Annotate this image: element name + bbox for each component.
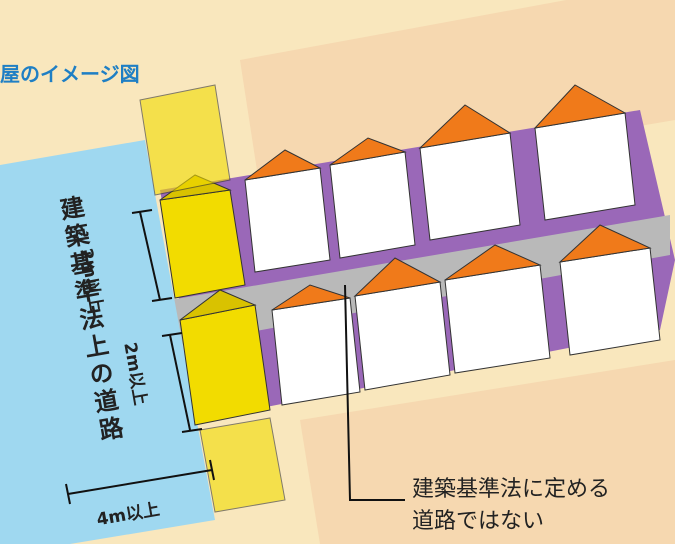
callout-line-1: 建築基準法に定める xyxy=(412,477,611,502)
dimension-lines xyxy=(65,209,215,505)
page-title: 屋のイメージ図 xyxy=(0,62,140,86)
yellow-house-lower xyxy=(179,289,271,426)
yellow-house-faded xyxy=(139,84,286,513)
callout-leader xyxy=(344,284,405,501)
callout-line-2: 道路ではない xyxy=(412,509,545,534)
public-road xyxy=(0,140,215,544)
callout-text: 建築基準法に定める 道路ではない xyxy=(412,474,610,538)
orange-houses-lower-row xyxy=(271,224,661,406)
orange-houses-upper-row xyxy=(244,84,636,273)
faded-houses-back xyxy=(240,0,675,544)
